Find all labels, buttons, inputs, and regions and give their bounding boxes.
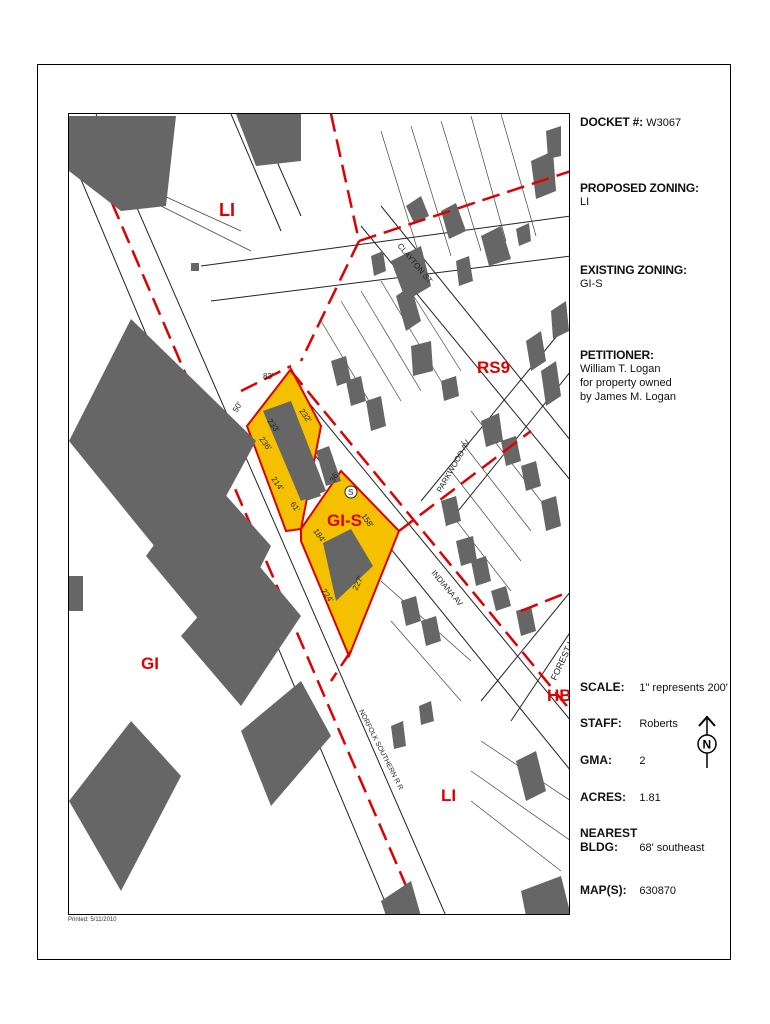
page-frame (37, 64, 731, 960)
street-label-parkwood: PARKWOOD AV (435, 438, 473, 494)
petitioner-line: by James M. Logan (580, 391, 676, 403)
existing-zoning-block: EXISTING ZONING: GI-S (580, 263, 687, 291)
zone-label-li-top: LI (219, 200, 235, 220)
north-arrow-letter: N (703, 738, 712, 752)
acres-label: ACRES: (580, 790, 627, 804)
dimension-label: 83' (263, 372, 274, 381)
docket-label: DOCKET #: (580, 115, 643, 129)
route-marker: S (344, 485, 358, 499)
nearest-bldg-value: 68' southeast (639, 842, 705, 854)
nearest-label: NEAREST (580, 826, 638, 840)
zone-labels: LI RS9 GI-S GI HB LI (141, 200, 570, 805)
north-arrow-icon: N (694, 714, 720, 770)
gma-row: GMA: 2 (580, 753, 645, 767)
dimension-label: 50' (231, 400, 244, 414)
zoning-boundaries (240, 114, 569, 711)
proposed-zoning-value: LI (580, 196, 590, 208)
maps-row: MAP(S): 630870 (580, 883, 676, 897)
proposed-zoning-block: PROPOSED ZONING: LI (580, 181, 699, 209)
staff-label: STAFF: (580, 716, 622, 730)
scale-value: 1" represents 200' (639, 682, 728, 694)
bldg-label: BLDG: (580, 840, 618, 854)
zoning-map: LI RS9 GI-S GI HB LI CLAYTON ST PARKWOOD… (68, 113, 570, 915)
petitioner-line: William T. Logan (580, 363, 661, 375)
buildings (69, 114, 569, 914)
street-labels: CLAYTON ST PARKWOOD AV INDIANA AV FOREST… (357, 242, 569, 792)
existing-zoning-label: EXISTING ZONING: (580, 263, 687, 277)
zone-label-gi-s: GI-S (327, 511, 362, 530)
gma-value: 2 (639, 755, 646, 767)
staff-row: STAFF: Roberts (580, 716, 678, 730)
nearest-bldg-row: NEAREST BLDG: 68' southeast (580, 826, 704, 854)
zone-label-rs9: RS9 (477, 358, 510, 377)
petitioner-line: for property owned (580, 377, 672, 389)
route-marker-label: S (348, 488, 353, 497)
acres-value: 1.81 (639, 792, 661, 804)
petitioner-block: PETITIONER: William T. Logan for propert… (580, 348, 676, 404)
docket-value: W3067 (646, 117, 682, 129)
maps-label: MAP(S): (580, 883, 627, 897)
proposed-zoning-label: PROPOSED ZONING: (580, 181, 699, 195)
docket-block: DOCKET #: W3067 (580, 115, 681, 130)
staff-value: Roberts (639, 718, 678, 730)
scale-row: SCALE: 1" represents 200' (580, 680, 728, 694)
zone-label-li-bottom: LI (441, 786, 456, 805)
zone-label-hb: HB (547, 686, 570, 705)
lot-lines (130, 114, 569, 872)
maps-value: 630870 (639, 885, 677, 897)
petitioner-label: PETITIONER: (580, 348, 654, 362)
scale-label: SCALE: (580, 680, 625, 694)
existing-zoning-value: GI-S (580, 278, 603, 290)
printed-date: Printed: 5/11/2010 (68, 917, 117, 923)
acres-row: ACRES: 1.81 (580, 790, 661, 804)
gma-label: GMA: (580, 753, 612, 767)
zone-label-gi: GI (141, 654, 159, 673)
street-label-railroad: NORFOLK SOUTHERN R R (357, 709, 404, 792)
